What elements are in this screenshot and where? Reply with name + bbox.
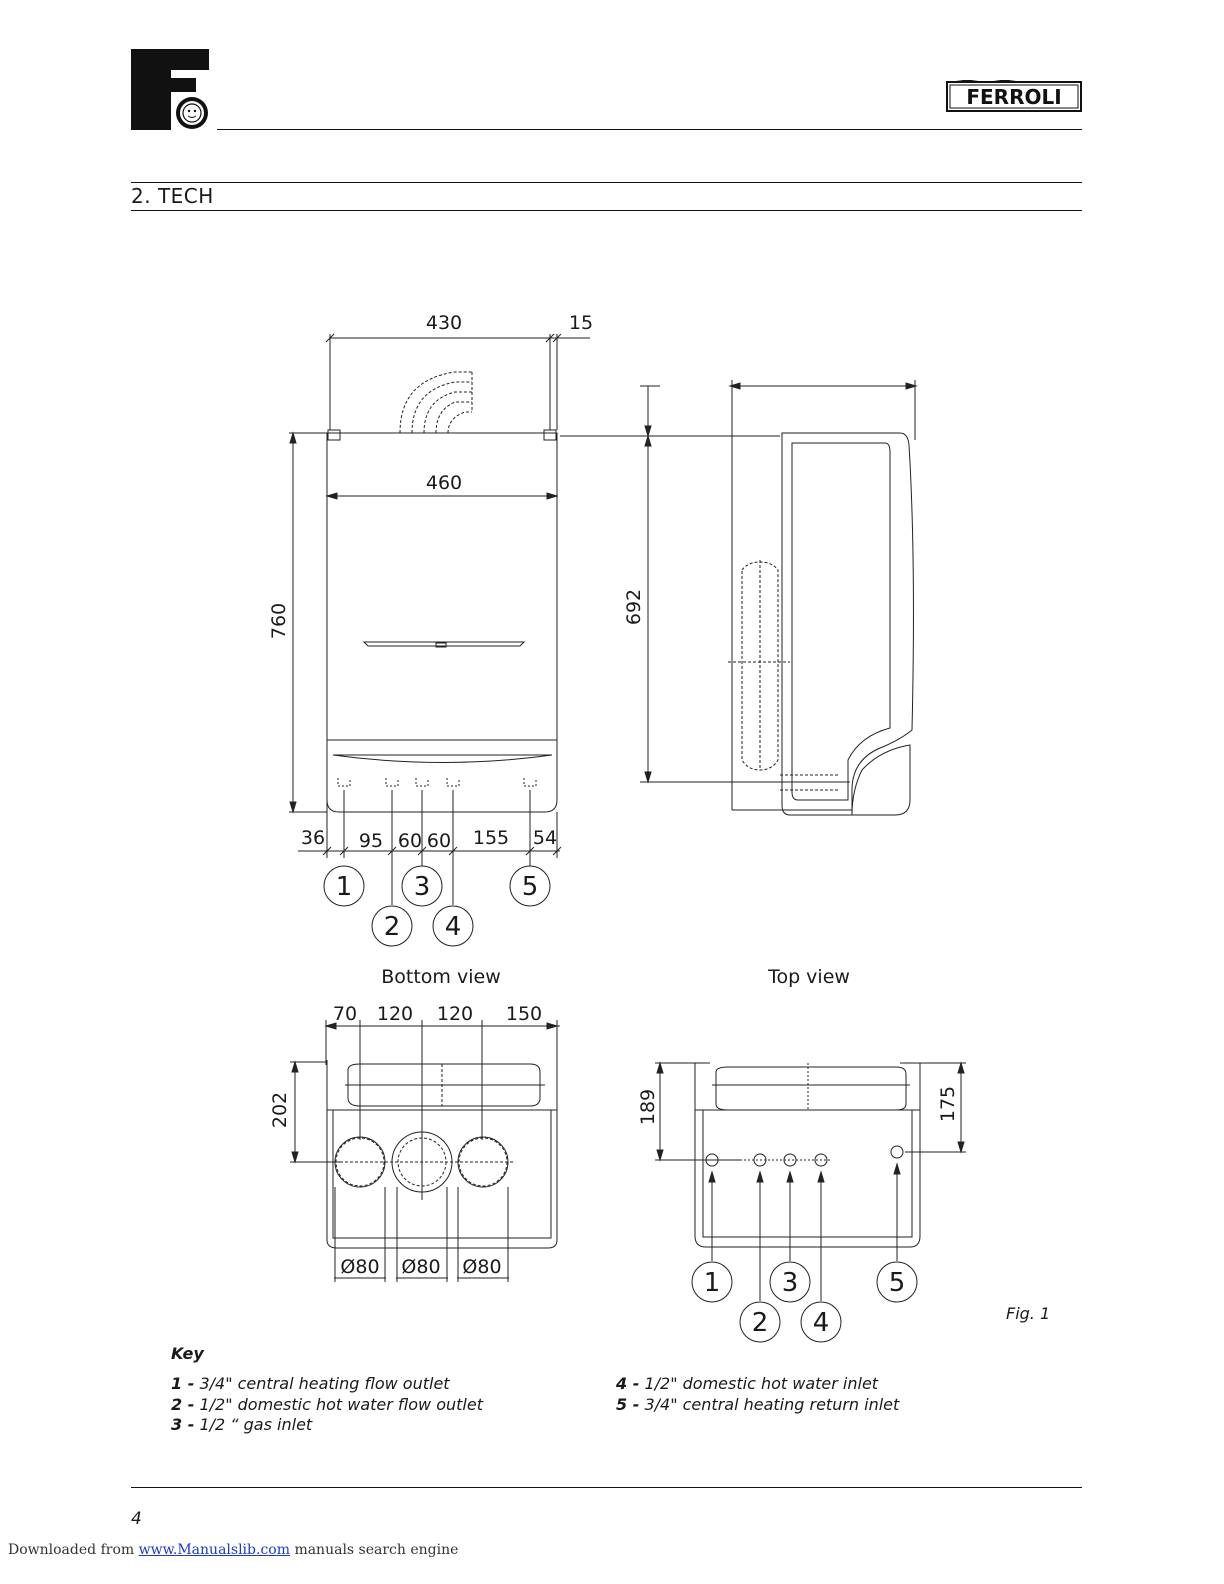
bottom-view [290,1020,560,1282]
bottom-view-label: Bottom view [381,966,500,988]
key-item: 2 - 1/2" domestic hot water flow outlet [171,1395,483,1416]
key-item: 3 - 1/2 “ gas inlet [171,1415,483,1436]
top-callout-3: 3 [782,1268,799,1298]
dim-120b: 120 [437,1003,473,1025]
ferroli-emblem-logo [131,49,213,130]
dim-175: 175 [937,1086,959,1122]
callout-5: 5 [522,872,539,902]
manualslib-link[interactable]: www.Manualslib.com [138,1542,290,1558]
key-item-text: 3/4" central heating return inlet [644,1394,900,1414]
footer-rule [131,1487,1082,1488]
header-rule [217,129,1082,130]
key-column-left: 1 - 3/4" central heating flow outlet 2 -… [171,1374,483,1436]
dia-80-a: Ø80 [340,1256,379,1278]
dim-95: 95 [359,830,383,852]
dim-155: 155 [473,827,509,849]
key-item: 1 - 3/4" central heating flow outlet [171,1374,483,1395]
dim-70: 70 [333,1003,357,1025]
dim-189: 189 [637,1089,659,1125]
dia-80-c: Ø80 [462,1256,501,1278]
key-item-number: 4 - [616,1374,640,1393]
callout-4: 4 [445,912,462,942]
page-number: 4 [131,1509,142,1529]
dia-80-b: Ø80 [401,1256,440,1278]
section-rule-top [131,182,1082,183]
footer-suffix: manuals search engine [294,1542,459,1558]
callout-1: 1 [336,872,353,902]
key-item-number: 2 - [171,1394,195,1414]
footer-prefix: Downloaded from [8,1542,135,1558]
front-view [289,333,590,947]
section-title: 2. TECH [131,184,214,208]
dim-54: 54 [533,827,557,849]
key-column-right: 4 - 1/2" domestic hot water inlet 5 - 3/… [616,1374,899,1415]
side-view [560,380,918,816]
key-item: 4 - 1/2" domestic hot water inlet [616,1374,899,1395]
top-view-label: Top view [767,966,850,988]
key-item-text: 1/2 “ gas inlet [199,1415,313,1434]
figure-label: Fig. 1 [1006,1304,1051,1323]
key-item-text: 3/4" central heating flow outlet [199,1374,450,1393]
dim-692: 692 [623,589,645,625]
top-callout-1: 1 [704,1268,721,1298]
dim-60a: 60 [398,830,422,852]
key-item-number: 5 - [616,1394,640,1414]
top-callout-4: 4 [813,1308,830,1338]
dim-760: 760 [268,603,290,639]
key-title: Key [171,1344,204,1363]
dim-460: 460 [426,472,462,494]
key-legend: Key 1 - 3/4" central heating flow outlet… [171,1344,1091,1434]
section-rule-bottom [131,210,1082,211]
key-item-text: 1/2" domestic hot water inlet [644,1374,879,1393]
dim-15: 15 [569,312,593,334]
brand-text: FERROLI [966,85,1061,109]
dim-120a: 120 [377,1003,413,1025]
dim-202: 202 [269,1092,291,1128]
dim-150: 150 [506,1003,542,1025]
top-callout-5: 5 [889,1268,906,1298]
top-view [655,1061,966,1343]
key-item: 5 - 3/4" central heating return inlet [616,1395,899,1416]
key-item-number: 3 - [171,1415,195,1434]
dim-60b: 60 [427,830,451,852]
dim-36: 36 [301,827,325,849]
callout-2: 2 [384,912,401,942]
download-footer: Downloaded from www.Manualslib.com manua… [8,1542,458,1558]
callout-3: 3 [414,872,431,902]
key-item-number: 1 - [171,1374,195,1393]
top-callout-2: 2 [752,1308,769,1338]
key-item-text: 1/2" domestic hot water flow outlet [199,1394,483,1414]
dim-430: 430 [426,312,462,334]
